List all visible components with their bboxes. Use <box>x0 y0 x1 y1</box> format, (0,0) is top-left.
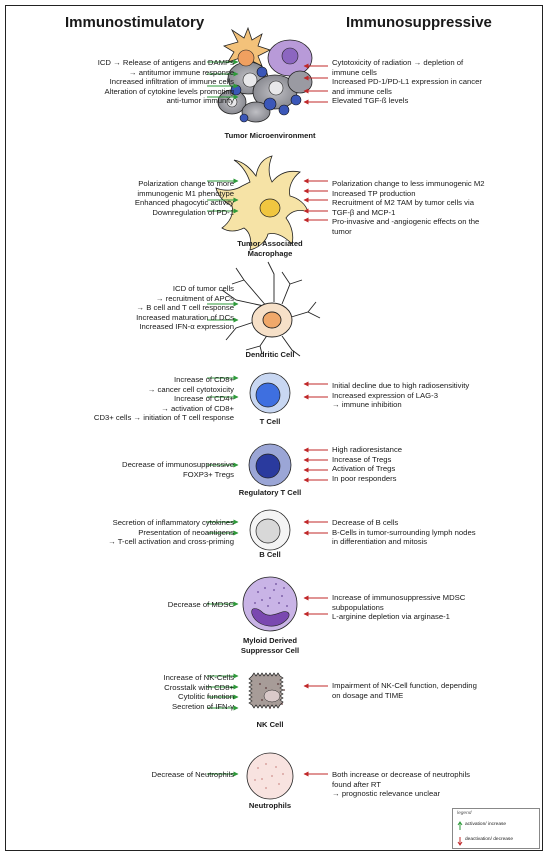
caption-neut: Neutrophils <box>248 801 292 810</box>
stimulatory-text-treg: Decrease of immunosuppressive FOXP3+ Tre… <box>122 460 234 479</box>
b-cell-illustration <box>249 509 291 551</box>
regulatory-t-cell-illustration <box>248 443 292 487</box>
caption-treg: Regulatory T Cell <box>238 488 302 497</box>
stimulatory-text-neut: Decrease of Neutrophils <box>151 770 234 779</box>
header-immunosuppressive: Immunosuppressive <box>346 14 492 31</box>
stimulatory-text-bcell: Secretion of inflammatory cytokines Pres… <box>108 518 234 546</box>
macrophage-illustration <box>215 155 309 251</box>
caption-tcell: T Cell <box>259 417 281 426</box>
neutrophil-illustration <box>246 752 294 800</box>
suppressive-text-nk: Impairment of NK-Cell function, dependin… <box>332 681 477 700</box>
stimulatory-text-tam: Polarization change to more immunogenic … <box>134 179 234 217</box>
tumor-microenvironment-illustration <box>217 26 313 123</box>
stimulatory-text-nk: Increase of NK-Cells Crosstalk with CD8+… <box>163 673 235 711</box>
legend-activation: activation/ increase <box>465 822 507 827</box>
legend-title: legend <box>457 811 472 816</box>
suppressive-text-treg: High radioresistance Increase of Tregs A… <box>332 445 403 483</box>
caption-tme: Tumor Microenvironment <box>224 131 316 140</box>
suppressive-text-mdsc: Increase of immunosuppressive MDSC subpo… <box>332 593 466 621</box>
caption-bcell: B Cell <box>259 550 281 559</box>
arrows-layer <box>207 59 328 777</box>
stimulatory-text-dc: ICD of tumor cells → recruitment of APCs… <box>136 284 234 331</box>
header-immunostimulatory: Immunostimulatory <box>65 14 205 31</box>
dendritic-cell-illustration <box>221 261 321 357</box>
suppressive-text-neut: Both increase or decrease of neutrophils… <box>332 770 471 798</box>
mdsc-illustration <box>242 576 298 632</box>
t-cell-illustration <box>249 372 291 414</box>
green-arrow-icon <box>457 821 463 830</box>
suppressive-text-tam: Polarization change to less immunogenic … <box>332 179 485 236</box>
caption-nk: NK Cell <box>256 720 284 729</box>
suppressive-text-tme: Cytotoxicity of radiation → depletion of… <box>332 58 482 105</box>
red-arrow-icon <box>457 837 463 846</box>
caption-dc: Dendritic Cell <box>245 350 295 359</box>
stimulatory-text-tme: ICD → Release of antigens and DAMPs → an… <box>97 58 234 105</box>
suppressive-text-bcell: Decrease of B cells B-Cells in tumor-sur… <box>332 518 476 546</box>
stimulatory-text-tcell: Increase of CD8+ → cancer cell cytotoxic… <box>93 375 234 422</box>
caption-mdsc: Myloid Derived Suppressor Cell <box>240 636 300 655</box>
figure-frame <box>5 5 543 851</box>
suppressive-text-tcell: Initial decline due to high radiosensiti… <box>332 381 470 409</box>
legend-box: legend activation/ increase deactivation… <box>452 808 540 849</box>
stimulatory-text-mdsc: Decrease of MDSC <box>167 600 234 609</box>
caption-tam: Tumor Associated Macrophage <box>237 239 303 258</box>
nk-cell-illustration <box>248 672 285 709</box>
legend-deactivation: deactivation/ decrease <box>465 837 513 842</box>
